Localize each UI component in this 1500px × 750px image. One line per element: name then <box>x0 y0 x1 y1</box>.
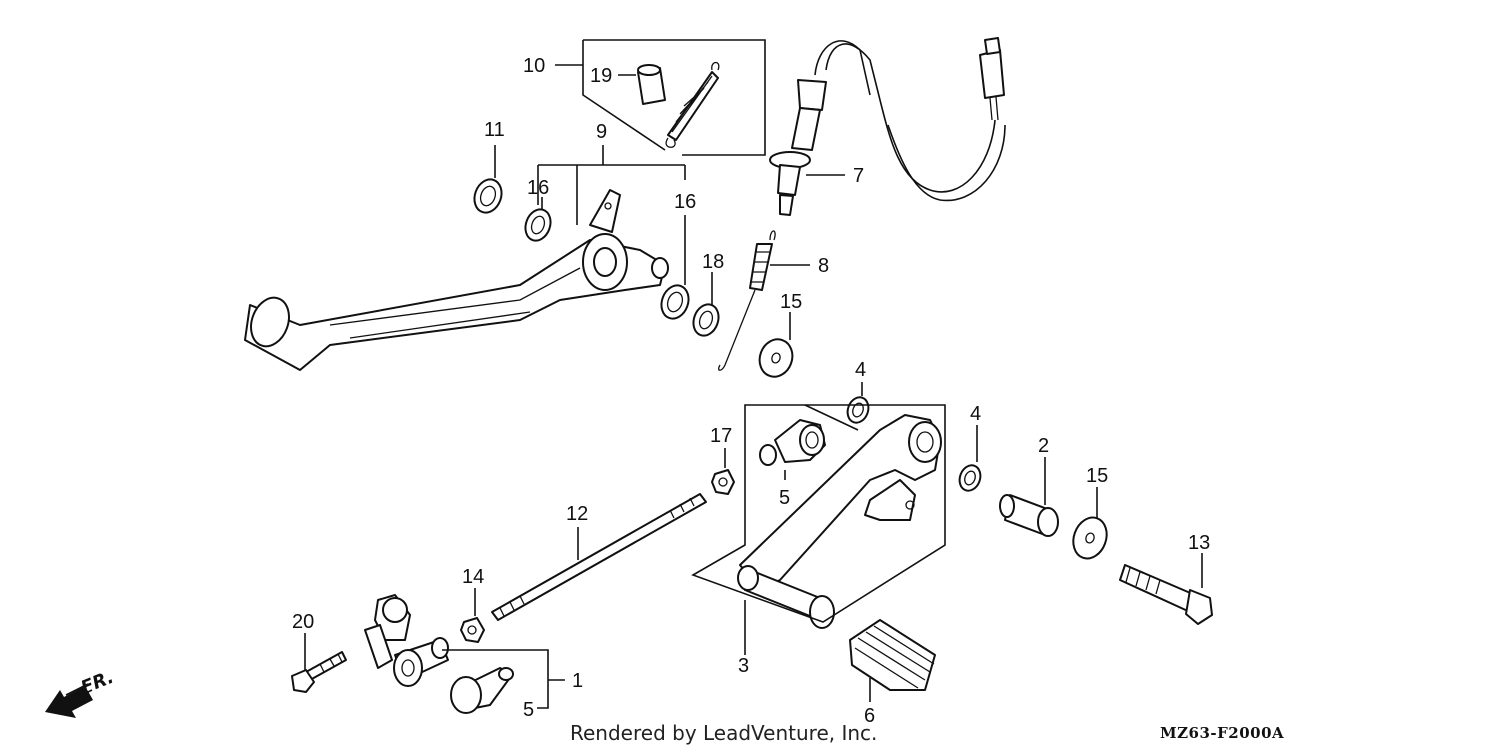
collar-19 <box>637 64 666 105</box>
label-part-3: 3 <box>738 655 749 677</box>
leader-lines <box>304 39 1203 709</box>
label-part-16-left: 16 <box>527 177 549 199</box>
label-part-2: 2 <box>1038 435 1049 457</box>
label-part-6: 6 <box>864 705 875 727</box>
shift-rod-12 <box>491 493 707 621</box>
front-direction-label: FR. <box>78 667 117 699</box>
label-part-15-upper: 15 <box>780 291 802 313</box>
label-part-7: 7 <box>853 165 864 187</box>
label-part-5-lower: 5 <box>523 699 534 721</box>
seal-16-right <box>660 284 690 320</box>
label-part-4-right: 4 <box>970 403 981 425</box>
label-part-19: 19 <box>590 65 612 87</box>
seal-16-left <box>524 208 552 242</box>
label-part-5-upper: 5 <box>779 487 790 509</box>
label-part-12: 12 <box>566 503 588 525</box>
label-part-9: 9 <box>596 121 607 143</box>
pivot-collar-2 <box>999 494 1059 537</box>
washer-15-lower <box>1072 516 1108 560</box>
bolt-13 <box>1119 564 1213 625</box>
bolt-20 <box>291 651 347 693</box>
label-part-4-upper: 4 <box>855 359 866 381</box>
nut-14 <box>460 617 485 643</box>
seal-11 <box>473 178 503 214</box>
diagram-code: MZ63-F2000A <box>1160 724 1284 742</box>
label-part-8: 8 <box>818 255 829 277</box>
brake-pedal <box>244 189 669 371</box>
label-part-16-right: 16 <box>674 191 696 213</box>
stop-switch-7 <box>769 37 1006 216</box>
joint-5-upper <box>759 419 826 466</box>
label-part-15-lower: 15 <box>1086 465 1108 487</box>
label-part-17: 17 <box>710 425 732 447</box>
label-part-13: 13 <box>1188 532 1210 554</box>
label-part-10: 10 <box>523 55 545 77</box>
label-part-1: 1 <box>572 670 583 692</box>
label-part-14: 14 <box>462 566 484 588</box>
clip-18 <box>692 303 720 337</box>
washer-4-right <box>958 464 982 492</box>
label-part-18: 18 <box>702 251 724 273</box>
arrow-left-down-icon <box>45 683 93 718</box>
label-part-20: 20 <box>292 611 314 633</box>
joint-5-lower <box>450 667 514 714</box>
return-spring-10 <box>665 61 720 148</box>
washer-4-upper <box>846 396 870 424</box>
label-part-11: 11 <box>484 119 505 141</box>
render-credit: Rendered by LeadVenture, Inc. <box>570 721 877 745</box>
shift-arm-1 <box>364 594 449 687</box>
washer-15-upper <box>758 338 794 378</box>
gearshift-pedal-3 <box>737 414 942 629</box>
nut-17 <box>711 469 735 495</box>
rubber-6 <box>849 619 936 691</box>
spring-8 <box>718 230 776 371</box>
